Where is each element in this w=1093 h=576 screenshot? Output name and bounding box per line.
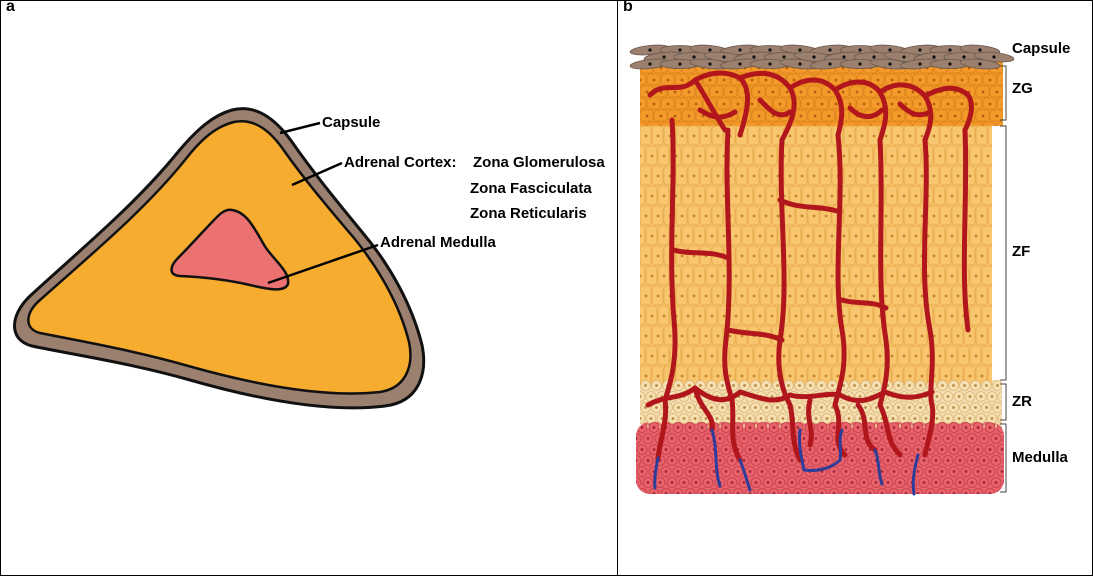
label-capsule-b: Capsule (1012, 40, 1070, 57)
label-zr: ZR (1012, 393, 1032, 410)
label-medulla-b: Medulla (1012, 449, 1068, 466)
capsule-cells (630, 43, 1015, 70)
label-zf: ZF (1012, 243, 1030, 260)
label-zg: ZG (1012, 80, 1033, 97)
